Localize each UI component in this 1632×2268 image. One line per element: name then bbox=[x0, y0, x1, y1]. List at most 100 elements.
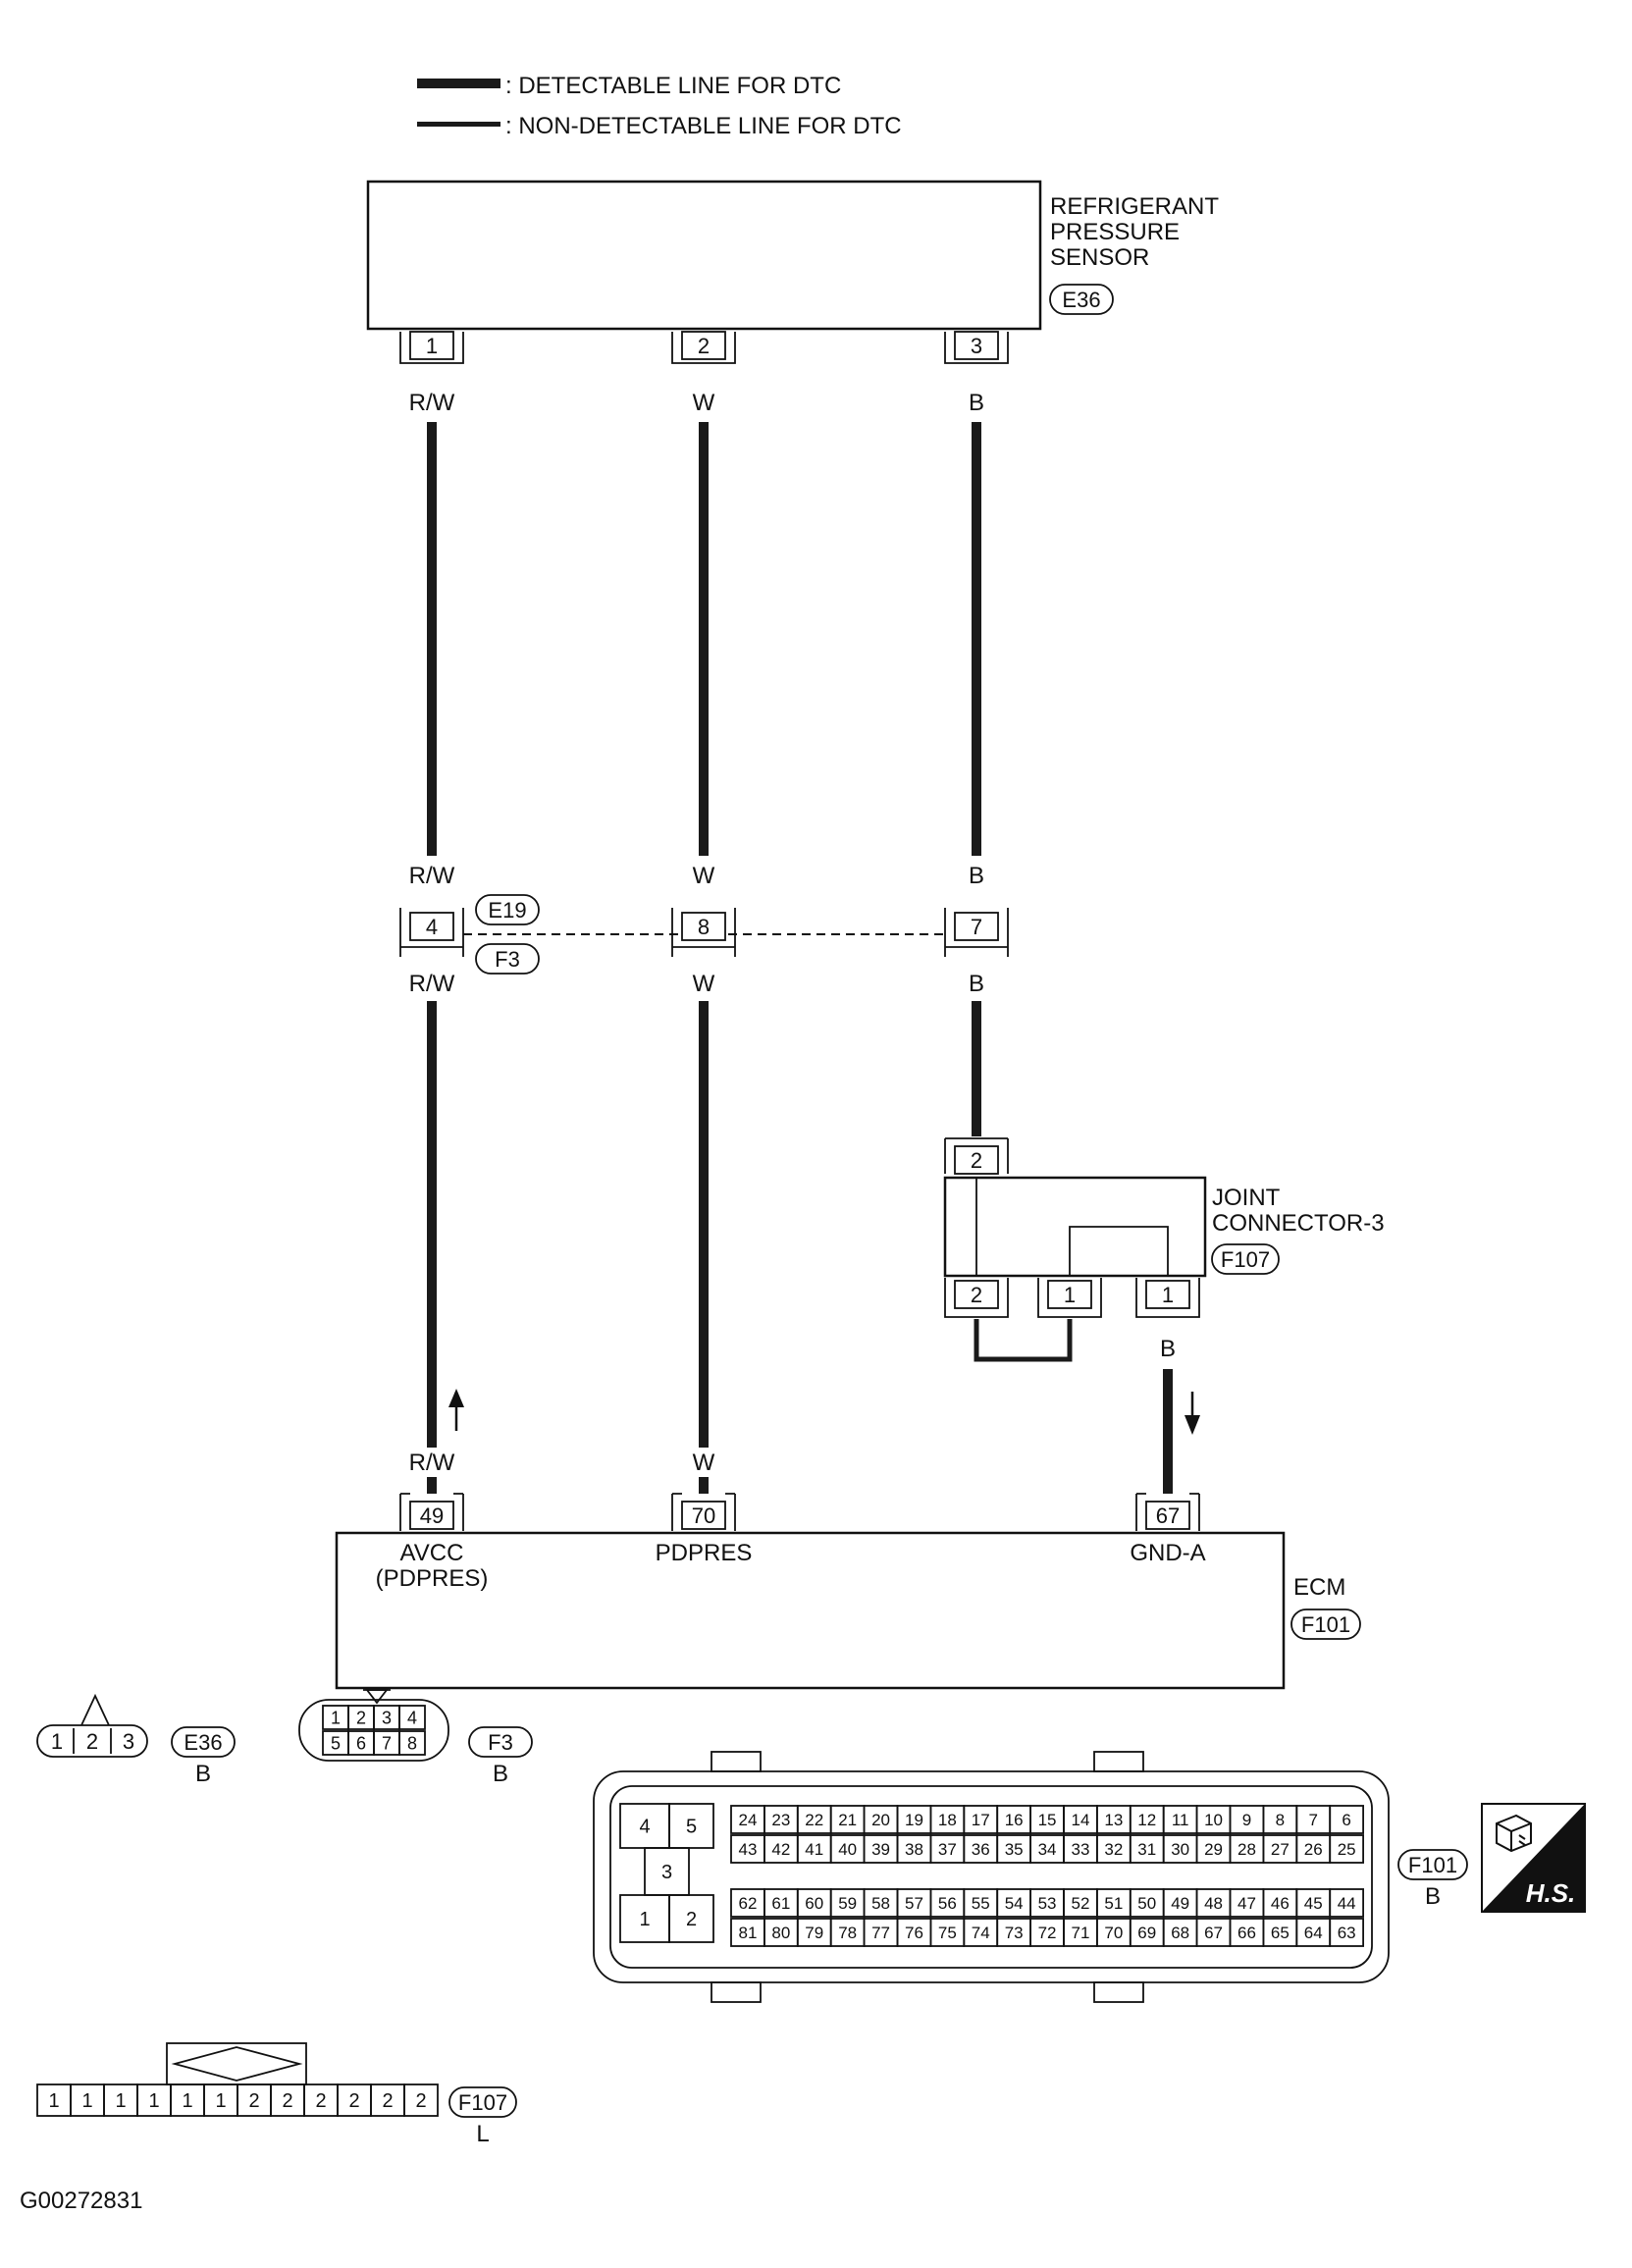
wire-color-top-rw: R/W bbox=[409, 390, 455, 416]
f107-pin-5-label: 1 bbox=[182, 2090, 192, 2112]
f101-pin-61-label: 61 bbox=[771, 1894, 790, 1913]
joint-internal-links bbox=[975, 1178, 1169, 1276]
f101-pin-27-label: 27 bbox=[1271, 1840, 1290, 1859]
f3-tag-outline bbox=[468, 1726, 533, 1758]
e36-tag: E36 bbox=[184, 1730, 222, 1755]
f3-pin-3-label: 3 bbox=[382, 1708, 392, 1727]
sensor-pin-1: 1 bbox=[399, 331, 464, 364]
legend-detectable-swatch bbox=[417, 79, 500, 88]
sensor-body bbox=[366, 180, 1042, 331]
e36-tag-outline bbox=[171, 1726, 236, 1758]
f101-pin-72-label: 72 bbox=[1038, 1924, 1057, 1942]
f3-pin-4-label: 4 bbox=[407, 1708, 417, 1727]
wire-color-mid-upper-b: B bbox=[969, 863, 984, 889]
wire-color-joint-out: B bbox=[1160, 1336, 1176, 1362]
harness-pin-8: 8 bbox=[671, 908, 736, 957]
f101-pin-47-label: 47 bbox=[1237, 1894, 1256, 1913]
f3-color: B bbox=[493, 1761, 508, 1787]
f101-pin-78-label: 78 bbox=[838, 1924, 857, 1942]
f101-pin-63-cell bbox=[1329, 1918, 1364, 1947]
f101-pin-44-label: 44 bbox=[1338, 1894, 1356, 1913]
wire-color-mid-lower-b: B bbox=[969, 971, 984, 997]
f101-pin-35-label: 35 bbox=[1005, 1840, 1024, 1859]
f3-pin-8-label: 8 bbox=[407, 1733, 417, 1753]
harness-tag-f3: F3 bbox=[495, 947, 520, 972]
svg-text:1: 1 bbox=[426, 334, 438, 358]
sensor-name-line1: REFRIGERANT bbox=[1050, 193, 1219, 220]
f101-pin-76-label: 76 bbox=[905, 1924, 923, 1942]
f101-pin-6-cell bbox=[1329, 1805, 1364, 1834]
f3-pin-1-label: 1 bbox=[331, 1708, 341, 1727]
f3-pin-2-label: 2 bbox=[356, 1708, 366, 1727]
sensor-name-line3: SENSOR bbox=[1050, 244, 1149, 271]
f101-pin-80-label: 80 bbox=[771, 1924, 790, 1942]
f101-pin-38-label: 38 bbox=[905, 1840, 923, 1859]
f101-pin-2-cell bbox=[668, 1894, 714, 1943]
f101-pin-75-label: 75 bbox=[938, 1924, 957, 1942]
joint-connector-tag: F107 bbox=[1221, 1247, 1270, 1272]
f101-pin-69-label: 69 bbox=[1137, 1924, 1156, 1942]
f101-pin-5-label: 5 bbox=[686, 1817, 697, 1838]
f3-pin-5-label: 5 bbox=[331, 1733, 341, 1753]
f101-pin-53-label: 53 bbox=[1038, 1894, 1057, 1913]
f107-pin-9-label: 2 bbox=[315, 2090, 326, 2112]
f101-pin-30-label: 30 bbox=[1171, 1840, 1189, 1859]
ecm-label-pdpres: PDPRES bbox=[656, 1540, 753, 1566]
f101-pin-25-cell bbox=[1329, 1834, 1364, 1864]
svg-text:2: 2 bbox=[971, 1283, 982, 1307]
f101-pin-34-label: 34 bbox=[1038, 1840, 1057, 1859]
f101-pin-23-label: 23 bbox=[771, 1811, 790, 1829]
figure-id: G00272831 bbox=[20, 2188, 142, 2214]
f101-pin-19-label: 19 bbox=[905, 1811, 923, 1829]
f101-pin-7-label: 7 bbox=[1309, 1811, 1318, 1829]
svg-text:1: 1 bbox=[51, 1729, 63, 1754]
f101-pin-32-label: 32 bbox=[1104, 1840, 1123, 1859]
f101-pin-9-label: 9 bbox=[1242, 1811, 1251, 1829]
svg-text:7: 7 bbox=[971, 915, 982, 939]
svg-text:3: 3 bbox=[971, 334, 982, 358]
f101-pin-65-label: 65 bbox=[1271, 1924, 1290, 1942]
f101-pin-25-label: 25 bbox=[1338, 1840, 1356, 1859]
f101-pin-54-label: 54 bbox=[1005, 1894, 1024, 1913]
f101-pin-62-label: 62 bbox=[738, 1894, 757, 1913]
f101-pin-2-label: 2 bbox=[686, 1909, 697, 1930]
ecm-label-pdpres-paren: (PDPRES) bbox=[376, 1565, 489, 1592]
f101-pin-14-label: 14 bbox=[1071, 1811, 1089, 1829]
f101-pin-81-label: 81 bbox=[738, 1924, 757, 1942]
f3-pin-8-cell bbox=[398, 1730, 426, 1756]
f101-pin-22-label: 22 bbox=[805, 1811, 823, 1829]
svg-text:4: 4 bbox=[426, 915, 438, 939]
f101-pin-40-label: 40 bbox=[838, 1840, 857, 1859]
harness-tag-e19: E19 bbox=[488, 898, 526, 923]
sensor-connector-tag bbox=[1049, 284, 1114, 315]
ecm-pin-67: 67 bbox=[1135, 1493, 1200, 1531]
f101-pin-36-label: 36 bbox=[972, 1840, 990, 1859]
f101-pin-8-label: 8 bbox=[1276, 1811, 1285, 1829]
harness-tag-f3-outline bbox=[475, 943, 540, 975]
f107-pin-12-label: 2 bbox=[415, 2090, 426, 2112]
f3-pin-7-label: 7 bbox=[382, 1733, 392, 1753]
svg-text:2: 2 bbox=[698, 334, 710, 358]
wire-color-ecm-w: W bbox=[693, 1450, 715, 1476]
svg-text:H.S.: H.S. bbox=[1526, 1878, 1576, 1908]
f101-pin-43-label: 43 bbox=[738, 1840, 757, 1859]
f101-pin-13-label: 13 bbox=[1104, 1811, 1123, 1829]
f101-pin-39-label: 39 bbox=[871, 1840, 890, 1859]
joint-top-pin: 2 bbox=[944, 1137, 1009, 1175]
joint-bottom-pin-1a: 1 bbox=[1037, 1278, 1102, 1318]
wire-color-mid-lower-w: W bbox=[693, 971, 715, 997]
f101-color: B bbox=[1425, 1883, 1441, 1910]
arrow-up-icon bbox=[448, 1389, 464, 1431]
joint-bottom-pin-1b: 1 bbox=[1135, 1278, 1200, 1318]
f101-pin-10-label: 10 bbox=[1204, 1811, 1223, 1829]
joint-name-line2: CONNECTOR-3 bbox=[1212, 1210, 1385, 1237]
svg-text:67: 67 bbox=[1156, 1503, 1180, 1528]
f107-pin-4-label: 1 bbox=[148, 2090, 159, 2112]
ecm-name: ECM bbox=[1293, 1574, 1345, 1601]
f107-pin-10-label: 2 bbox=[348, 2090, 359, 2112]
f101-pin-42-label: 42 bbox=[771, 1840, 790, 1859]
ecm-connector-tag: F101 bbox=[1301, 1612, 1350, 1637]
f107-tag-outline bbox=[448, 2086, 517, 2118]
joint-body bbox=[943, 1176, 1207, 1278]
f101-pin-16-label: 16 bbox=[1005, 1811, 1024, 1829]
